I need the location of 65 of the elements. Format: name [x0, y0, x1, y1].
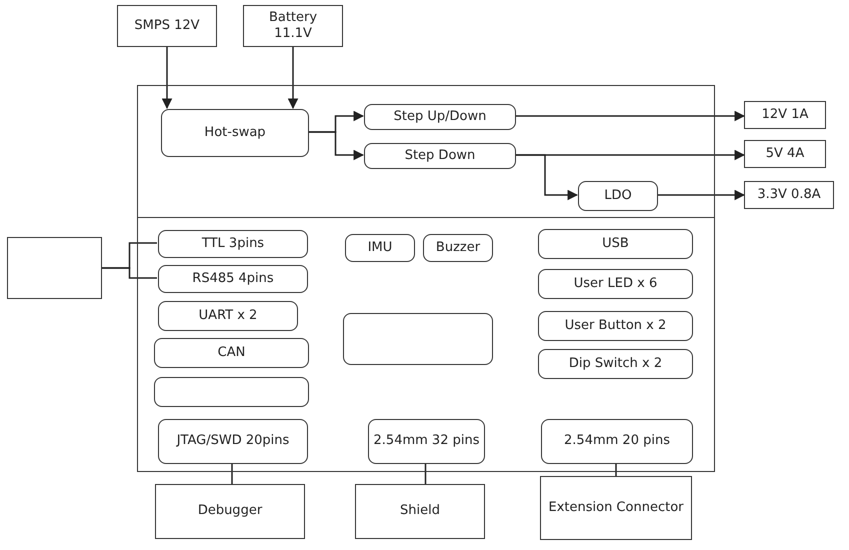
arrow [657, 190, 746, 200]
block-label: SMPS 12V [133, 18, 201, 34]
block-label: Buzzer [434, 240, 482, 256]
block-box [538, 349, 693, 379]
block-box [538, 311, 693, 341]
block-box [161, 109, 309, 157]
block-label: JTAG/SWD 20pins [175, 433, 290, 450]
block-box [343, 313, 493, 365]
block-label: USB [601, 236, 630, 252]
block-label: Hot-swap [203, 124, 267, 142]
block-label: 3.3V 0.8A [756, 186, 822, 204]
block-box [578, 181, 658, 211]
block-box [7, 237, 102, 299]
block-box [538, 269, 693, 299]
block-label: User LED x 6 [572, 276, 658, 292]
arrow [515, 154, 578, 200]
board-section [137, 217, 715, 472]
block-label: Dip Switch x 2 [568, 356, 664, 372]
arrow [162, 47, 172, 110]
block-box [154, 377, 309, 407]
arrow [515, 110, 746, 122]
block-box [155, 484, 305, 539]
block-label: 12V 1A [760, 106, 810, 124]
block-label: 5V 4A [764, 146, 806, 162]
block-box [355, 484, 485, 539]
block-box [364, 104, 516, 130]
block-box [744, 181, 834, 209]
block-label: RS485 4pins [191, 270, 275, 288]
block-box [423, 234, 493, 262]
block-box [117, 5, 217, 47]
block-box [364, 143, 516, 169]
connector-line [102, 267, 157, 279]
connector-line [231, 463, 233, 484]
block-label: IMU [366, 240, 394, 256]
connector-line [424, 463, 426, 484]
block-box [158, 265, 308, 293]
arrow [288, 47, 298, 110]
block-box [158, 419, 308, 464]
block-box [538, 229, 693, 259]
block-label: 2.54mm 32 pins [372, 433, 480, 450]
block-label: Battery 11.1V [268, 10, 318, 42]
block-box [345, 234, 415, 262]
block-label: TTL 3pins [200, 236, 266, 252]
block-box [744, 101, 826, 129]
block-label: CAN [216, 344, 246, 362]
block-label: User Button x 2 [564, 318, 668, 334]
block-label: Shield [399, 503, 441, 520]
block-label: UART x 2 [198, 308, 258, 324]
block-label: Step Up/Down [392, 108, 488, 126]
block-box [158, 230, 308, 258]
block-label: Debugger [196, 503, 264, 520]
block-box [541, 419, 693, 464]
block-box [744, 140, 826, 168]
block-box [540, 476, 692, 540]
arrow [308, 131, 364, 160]
block-box [368, 419, 485, 464]
block-label: 2.54mm 20 pins [563, 433, 671, 450]
block-box [243, 5, 343, 47]
block-label: Step Down [404, 148, 476, 164]
connector-line [615, 463, 617, 476]
block-box [154, 338, 309, 368]
block-label: Extension Connector [547, 500, 684, 516]
block-label: LDO [603, 188, 633, 204]
block-box [158, 301, 298, 331]
board-section [137, 85, 715, 218]
